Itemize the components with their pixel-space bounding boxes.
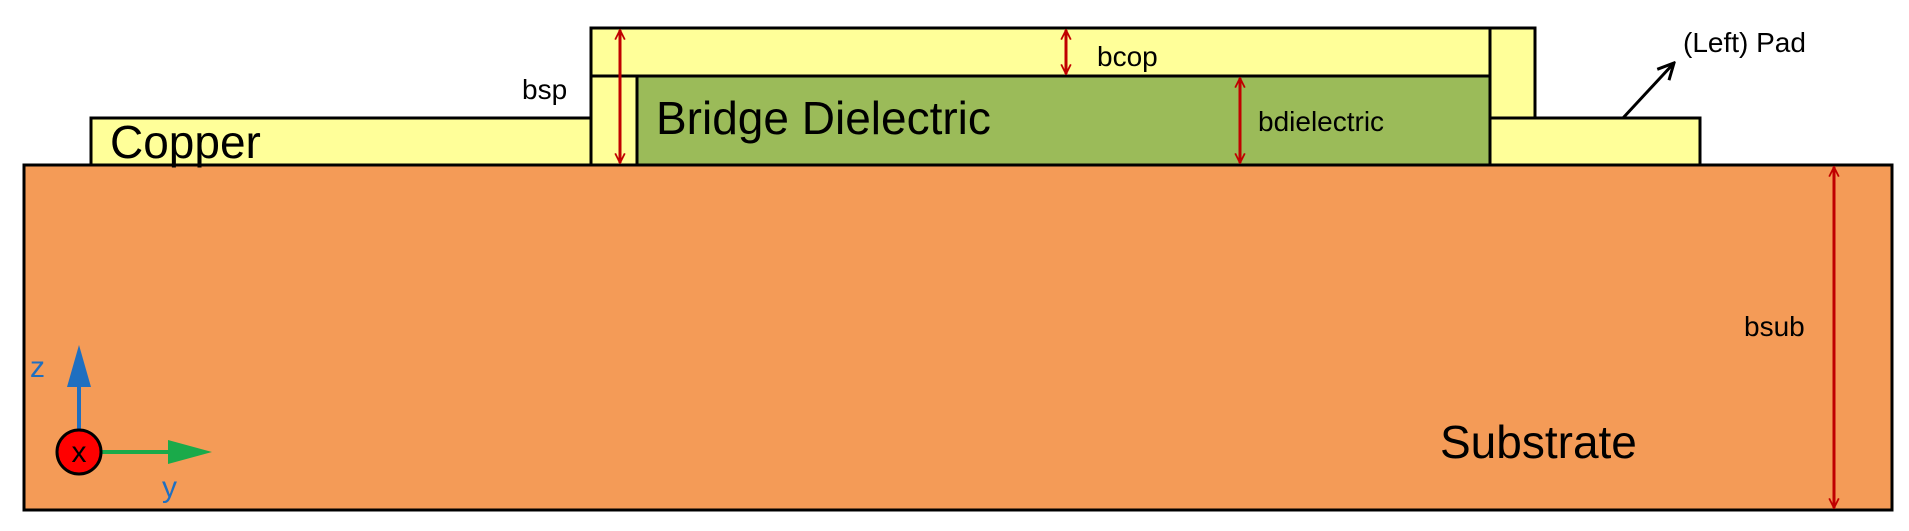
coordinate-axes: x z y (30, 345, 212, 504)
z-axis-arrowhead-icon (67, 345, 91, 387)
bsub-label: bsub (1744, 311, 1805, 342)
pad-pointer-arrow (1621, 63, 1674, 120)
bsp-label: bsp (522, 74, 567, 105)
bridge-dielectric-layer (635, 74, 1492, 167)
y-axis-arrowhead-icon (168, 440, 212, 464)
substrate-layer (22, 163, 1894, 512)
bdielectric-label: bdielectric (1258, 106, 1384, 137)
right-support-post (1488, 26, 1537, 120)
substrate-label: Substrate (1440, 416, 1637, 468)
x-axis-label: x (72, 436, 87, 469)
z-axis-label: z (30, 351, 45, 384)
left-pad-label: (Left) Pad (1683, 27, 1806, 58)
left-support-post (589, 74, 639, 167)
copper-left-layer (89, 116, 593, 167)
y-axis-label: y (162, 471, 177, 504)
bridge-dielectric-label: Bridge Dielectric (656, 92, 991, 144)
copper-label: Copper (110, 116, 261, 168)
copper-right-pad (1488, 116, 1702, 167)
bcop-label: bcop (1097, 41, 1158, 72)
x-axis-out-of-page-icon (55, 428, 103, 476)
bridge-copper-top (589, 26, 1492, 78)
